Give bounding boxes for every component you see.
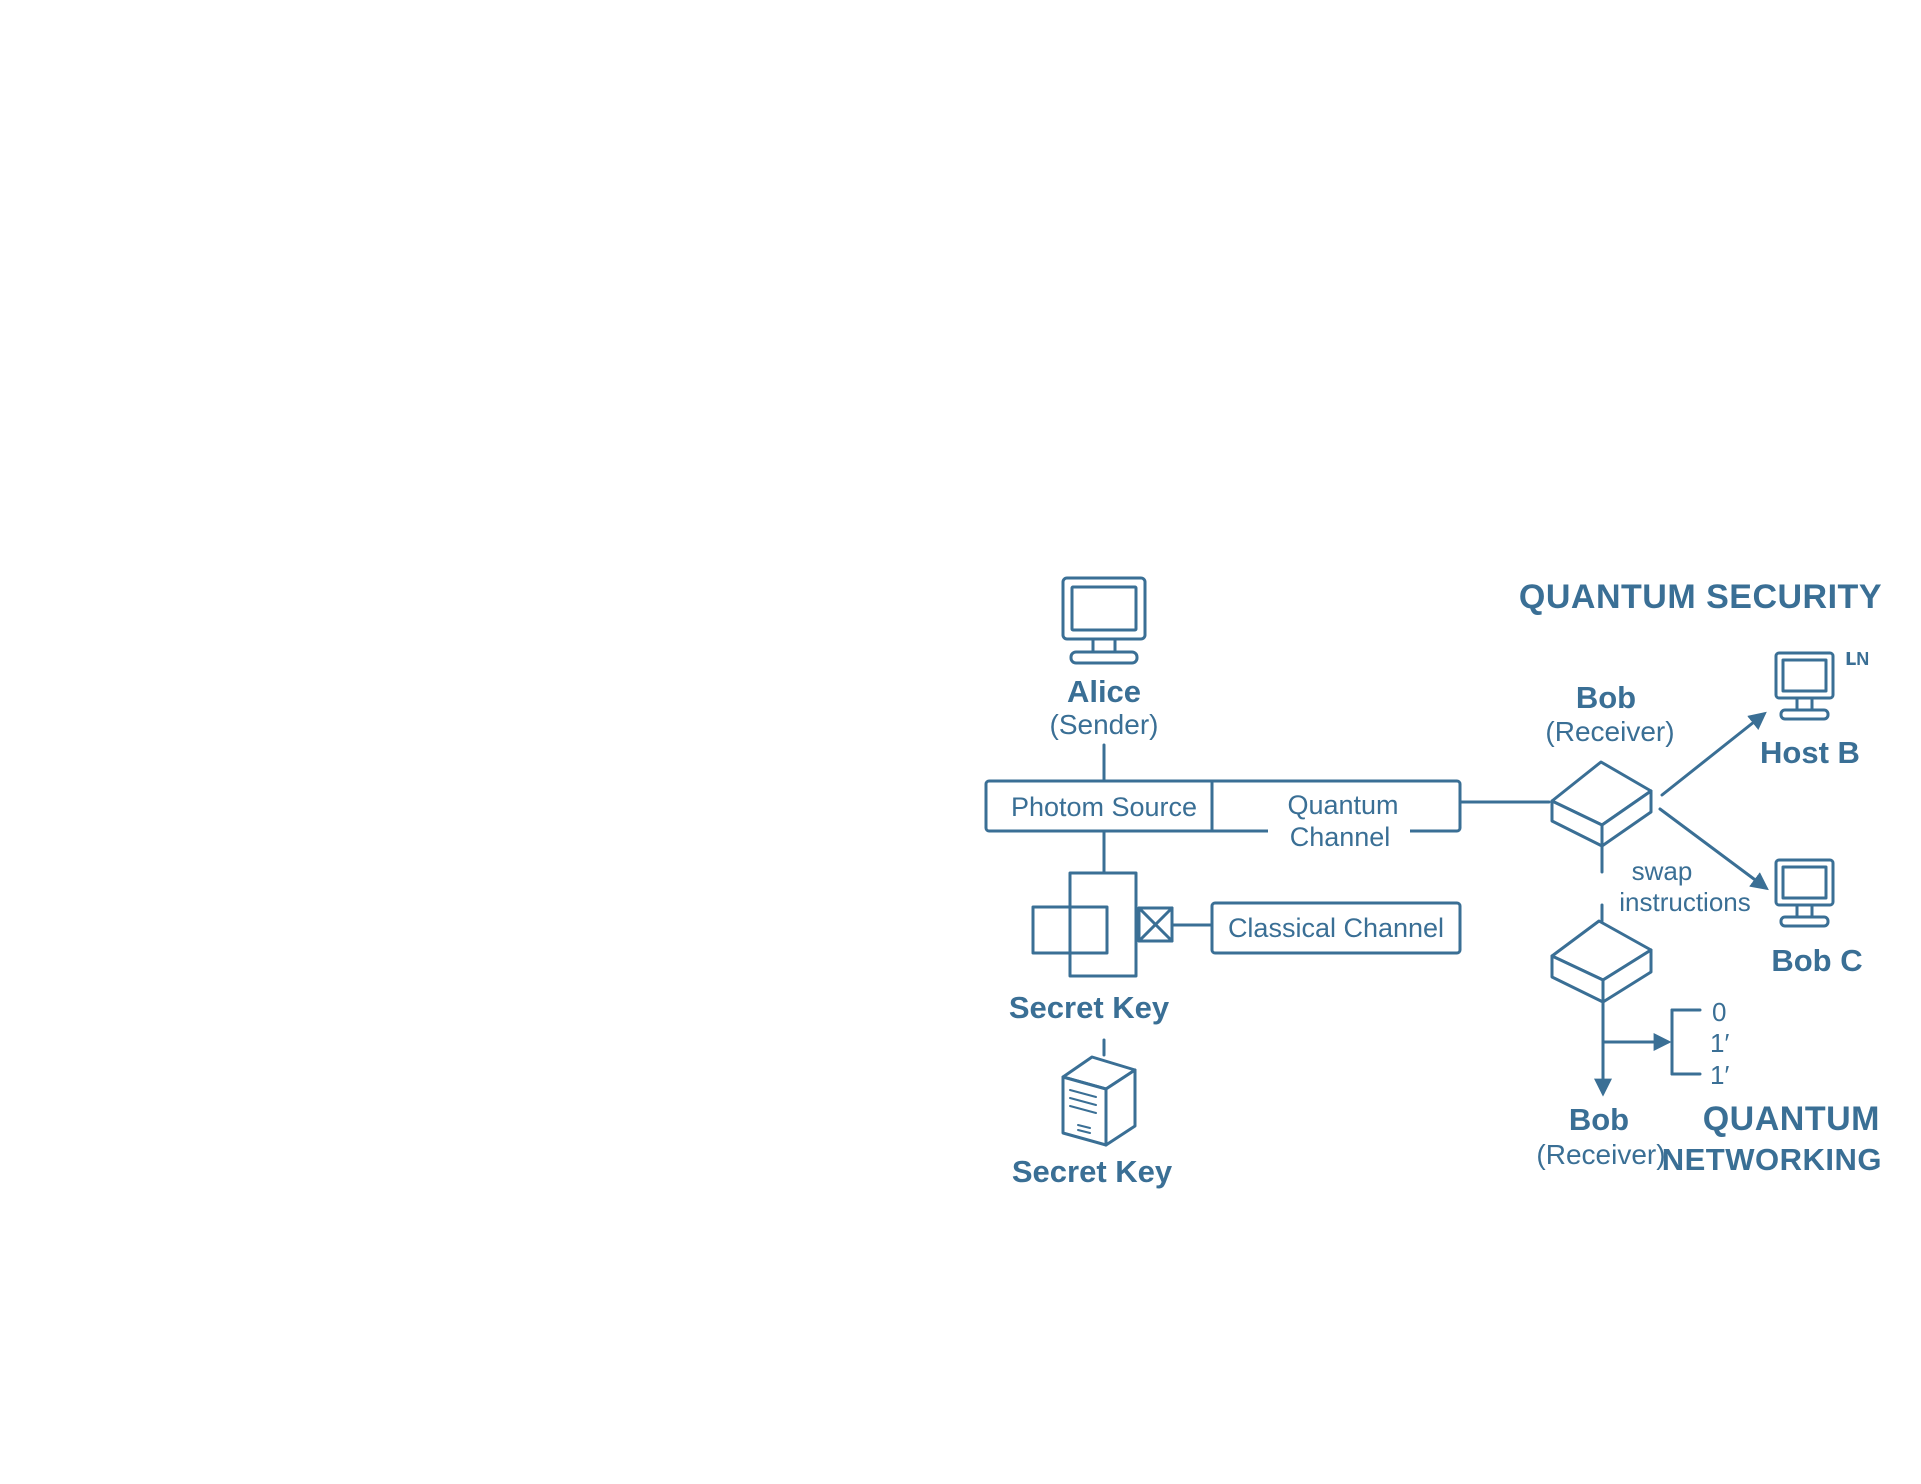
alice-role: (Sender) xyxy=(1050,709,1159,740)
classical-channel-box xyxy=(1210,901,1462,955)
classical-channel-label: Classical Channel xyxy=(1228,913,1444,943)
crossed-box-icon xyxy=(1137,906,1174,943)
bob-top-node-box-icon xyxy=(1550,760,1653,848)
quantum-channel-label-line1: Quantum xyxy=(1287,790,1398,820)
host-b-name: Host B xyxy=(1760,735,1860,770)
photon-source-label: Photom Source xyxy=(1011,792,1197,822)
bob-top-name: Bob xyxy=(1576,680,1636,715)
alice-monitor-icon xyxy=(1061,576,1147,665)
bob-c-name: Bob C xyxy=(1771,943,1862,978)
bob-bottom-node-box-icon xyxy=(1550,919,1653,1004)
output-value-0: 0 xyxy=(1712,997,1726,1027)
quantum-networking-heading-line2: NETWORKING xyxy=(1662,1142,1882,1177)
bob-top-role: (Receiver) xyxy=(1545,716,1674,747)
host-b-monitor-icon xyxy=(1774,651,1835,721)
bob-bottom-name: Bob xyxy=(1569,1102,1629,1137)
server-icon xyxy=(1061,1055,1137,1147)
output-bracket xyxy=(1670,1008,1702,1076)
quantum-channel-label-line2: Channel xyxy=(1290,822,1391,852)
bob-c-monitor-icon xyxy=(1774,858,1835,928)
quantum-networking-heading-line1: QUANTUM xyxy=(1703,1100,1880,1138)
output-value-1: 1′ xyxy=(1710,1028,1729,1058)
photon-quantum-block xyxy=(984,779,1462,837)
secret-key-label: Secret Key xyxy=(1009,990,1170,1025)
secret-key-server-label: Secret Key xyxy=(1012,1154,1173,1189)
arrow-to-host-b xyxy=(1660,711,1767,797)
bob-bottom-role: (Receiver) xyxy=(1536,1139,1665,1170)
arrow-to-bob-c xyxy=(1658,807,1769,891)
alice-name: Alice xyxy=(1067,674,1141,709)
host-b-mark: ᒪN xyxy=(1845,649,1869,669)
swap-label-line1: swap xyxy=(1632,856,1693,886)
overlapping-squares-icon xyxy=(1031,871,1138,978)
output-value-2: 1′ xyxy=(1710,1060,1729,1090)
quantum-security-heading: QUANTUM SECURITY xyxy=(1519,578,1882,616)
swap-label-line2: instructions xyxy=(1619,887,1751,917)
